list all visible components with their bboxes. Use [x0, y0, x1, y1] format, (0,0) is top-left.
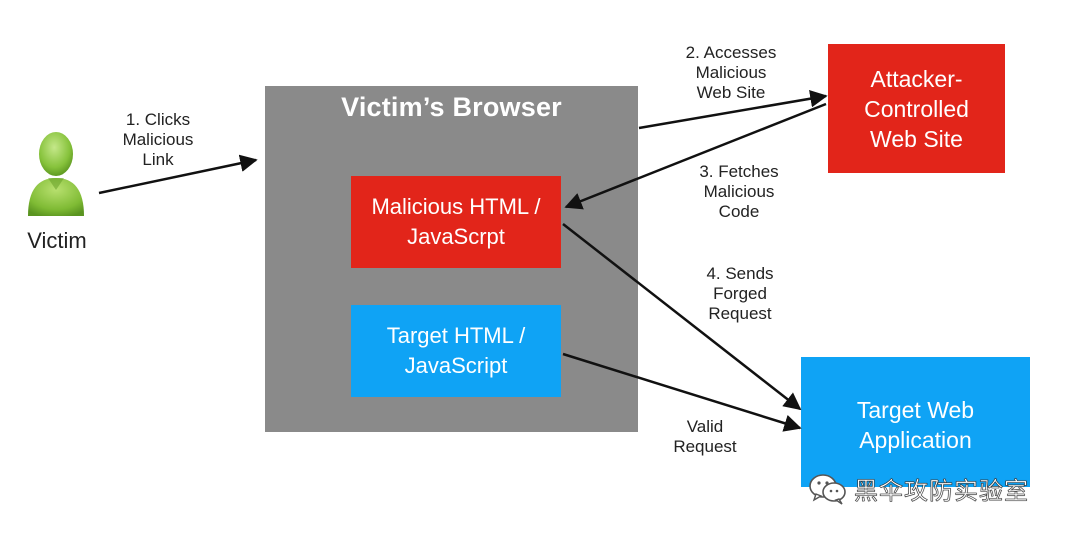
victim-label: Victim [27, 228, 87, 253]
arrow-target-to-targetapp [562, 352, 802, 432]
arrow-malicious-to-targetapp [562, 223, 802, 411]
step-3-label: 3. Fetches Malicious Code [699, 162, 779, 221]
arrow-browser-to-attacker [638, 90, 828, 130]
malicious-html-box: Malicious HTML / JavaScrpt [351, 176, 561, 268]
watermark-text: 黑伞攻防实验室 [854, 477, 1029, 506]
watermark: 黑伞攻防实验室 [808, 471, 1029, 506]
attacker-web-site-box: Attacker- Controlled Web Site [828, 44, 1005, 173]
valid-request-label: Valid Request [673, 417, 737, 456]
target-html-box: Target HTML / JavaScript [351, 305, 561, 397]
person-icon [28, 132, 84, 216]
step-1-label: 1. Clicks Malicious Link [122, 110, 194, 169]
step-2-label: 2. Accesses Malicious Web Site [685, 43, 777, 102]
target-web-application-box: Target Web Application [801, 357, 1030, 487]
wechat-icon [809, 473, 846, 505]
arrow-attacker-to-malicious [564, 102, 827, 210]
browser-title: Victim’s Browser [341, 92, 562, 122]
victim-figure [22, 128, 90, 218]
arrow-victim-to-browser [98, 154, 258, 195]
step-4-label: 4. Sends Forged Request [706, 264, 774, 323]
